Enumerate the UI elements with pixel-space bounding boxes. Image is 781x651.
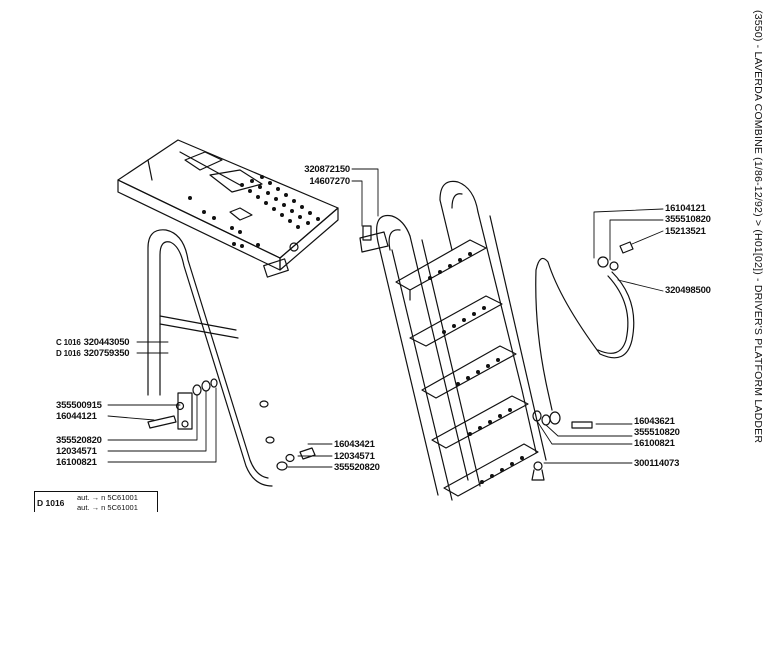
part-label-16100821-right: 16100821 — [634, 438, 675, 449]
serial-number-box: D 1016 aut. → n 5C61001 aut. → n 5C61001 — [34, 491, 158, 512]
leader-lines — [107, 168, 664, 468]
platform-drawing — [117, 139, 339, 278]
part-label-12034571-left: 12034571 — [56, 446, 97, 457]
cable-drawing — [535, 257, 635, 411]
serial-box-line-2: aut. → n 5C61001 — [77, 503, 138, 512]
ladder-drawing — [359, 180, 547, 501]
part-number-320759350: 320759350 — [83, 348, 130, 359]
part-label-355510820-top: 355510820 — [665, 214, 711, 225]
hardware-parts — [147, 225, 634, 481]
part-label-14607270: 14607270 — [309, 176, 350, 187]
part-label-16044121: 16044121 — [56, 411, 97, 422]
part-label-12034571-right: 12034571 — [334, 451, 375, 462]
variant-prefix-c1016: C 1016 — [56, 338, 81, 347]
part-label-320872150: 320872150 — [304, 164, 350, 175]
part-label-16100821-left: 16100821 — [56, 457, 97, 468]
part-label-320498500: 320498500 — [665, 285, 711, 296]
vertical-title: (3550) - LAVERDA COMBINE (1/86-12/92) > … — [750, 10, 766, 530]
part-label-355500915: 355500915 — [56, 400, 102, 411]
serial-box-code: D 1016 — [37, 498, 65, 508]
part-label-15213521: 15213521 — [665, 226, 706, 237]
variant-prefix-d1016: D 1016 — [56, 349, 81, 358]
handrail-drawing — [147, 229, 275, 487]
part-number-320443050: 320443050 — [83, 337, 130, 348]
part-label-16104121: 16104121 — [665, 203, 706, 214]
part-label-300114073: 300114073 — [634, 458, 680, 469]
serial-box-line-1: aut. → n 5C61001 — [77, 493, 138, 502]
part-label-16043621: 16043621 — [634, 416, 675, 427]
part-label-355510820-bottom: 355510820 — [634, 427, 680, 438]
part-label-355520820-right: 355520820 — [334, 462, 380, 473]
part-label-355520820-left: 355520820 — [56, 435, 102, 446]
page-title: (3550) - LAVERDA COMBINE (1/86-12/92) > … — [752, 10, 764, 444]
part-label-16043421: 16043421 — [334, 439, 375, 450]
